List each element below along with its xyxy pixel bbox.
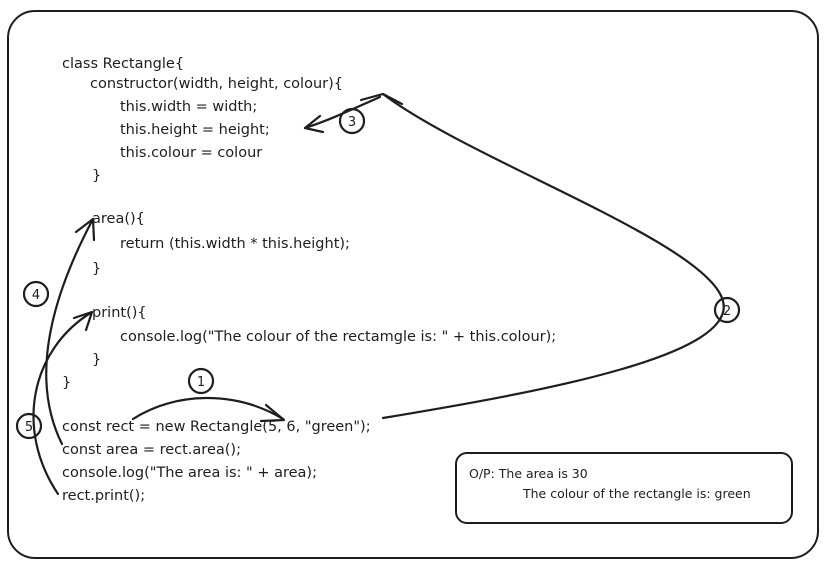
- step-5-marker: 5: [15, 412, 43, 440]
- canvas-frame: [7, 10, 819, 559]
- step-2-label: 2: [723, 304, 731, 319]
- step-3-label: 3: [348, 115, 356, 130]
- code-constructor-signature: constructor(width, height, colour){: [90, 76, 343, 92]
- arrow-3-head: [303, 114, 325, 134]
- code-print-close: }: [92, 352, 102, 368]
- arrow-2: [381, 92, 725, 420]
- step-4-marker: 4: [22, 280, 50, 308]
- code-line-print: rect.print();: [62, 488, 146, 504]
- output-box: O/P: The area is 30 The colour of the rec…: [455, 452, 793, 524]
- code-ctor-line-1: this.width = width;: [120, 99, 258, 115]
- arrow-2-head: [359, 92, 404, 106]
- output-line-1: O/P: The area is 30: [469, 466, 588, 481]
- step-1-marker: 1: [187, 367, 215, 395]
- arrow-1-head: [259, 403, 286, 423]
- code-print-body: console.log("The colour of the rectamgle…: [120, 329, 557, 345]
- code-ctor-line-3: this.colour = colour: [120, 145, 263, 161]
- step-4-label: 4: [32, 288, 40, 303]
- output-line-2: The colour of the rectangle is: green: [523, 486, 751, 501]
- code-ctor-close: }: [92, 168, 102, 184]
- step-5-label: 5: [25, 420, 33, 435]
- code-print-signature: print(){: [92, 305, 147, 321]
- code-ctor-line-2: this.height = height;: [120, 122, 270, 138]
- code-line-area: const area = rect.area();: [62, 442, 241, 458]
- arrow-5-head: [72, 310, 94, 332]
- step-2-marker: 2: [713, 296, 741, 324]
- code-area-body: return (this.width * this.height);: [120, 236, 350, 252]
- step-3-marker: 3: [338, 107, 366, 135]
- arrow-1: [131, 396, 285, 421]
- code-class-header: class Rectangle{: [62, 56, 185, 72]
- code-line-rect: const rect = new Rectangle(5, 6, "green"…: [62, 419, 371, 435]
- arrow-5: [32, 310, 94, 496]
- code-area-signature: area(){: [92, 211, 145, 227]
- code-area-close: }: [92, 261, 102, 277]
- step-1-label: 1: [197, 375, 205, 390]
- arrow-4: [45, 217, 95, 446]
- code-class-close: }: [62, 375, 72, 391]
- code-line-log: console.log("The area is: " + area);: [62, 465, 317, 481]
- arrow-4-head: [74, 217, 96, 242]
